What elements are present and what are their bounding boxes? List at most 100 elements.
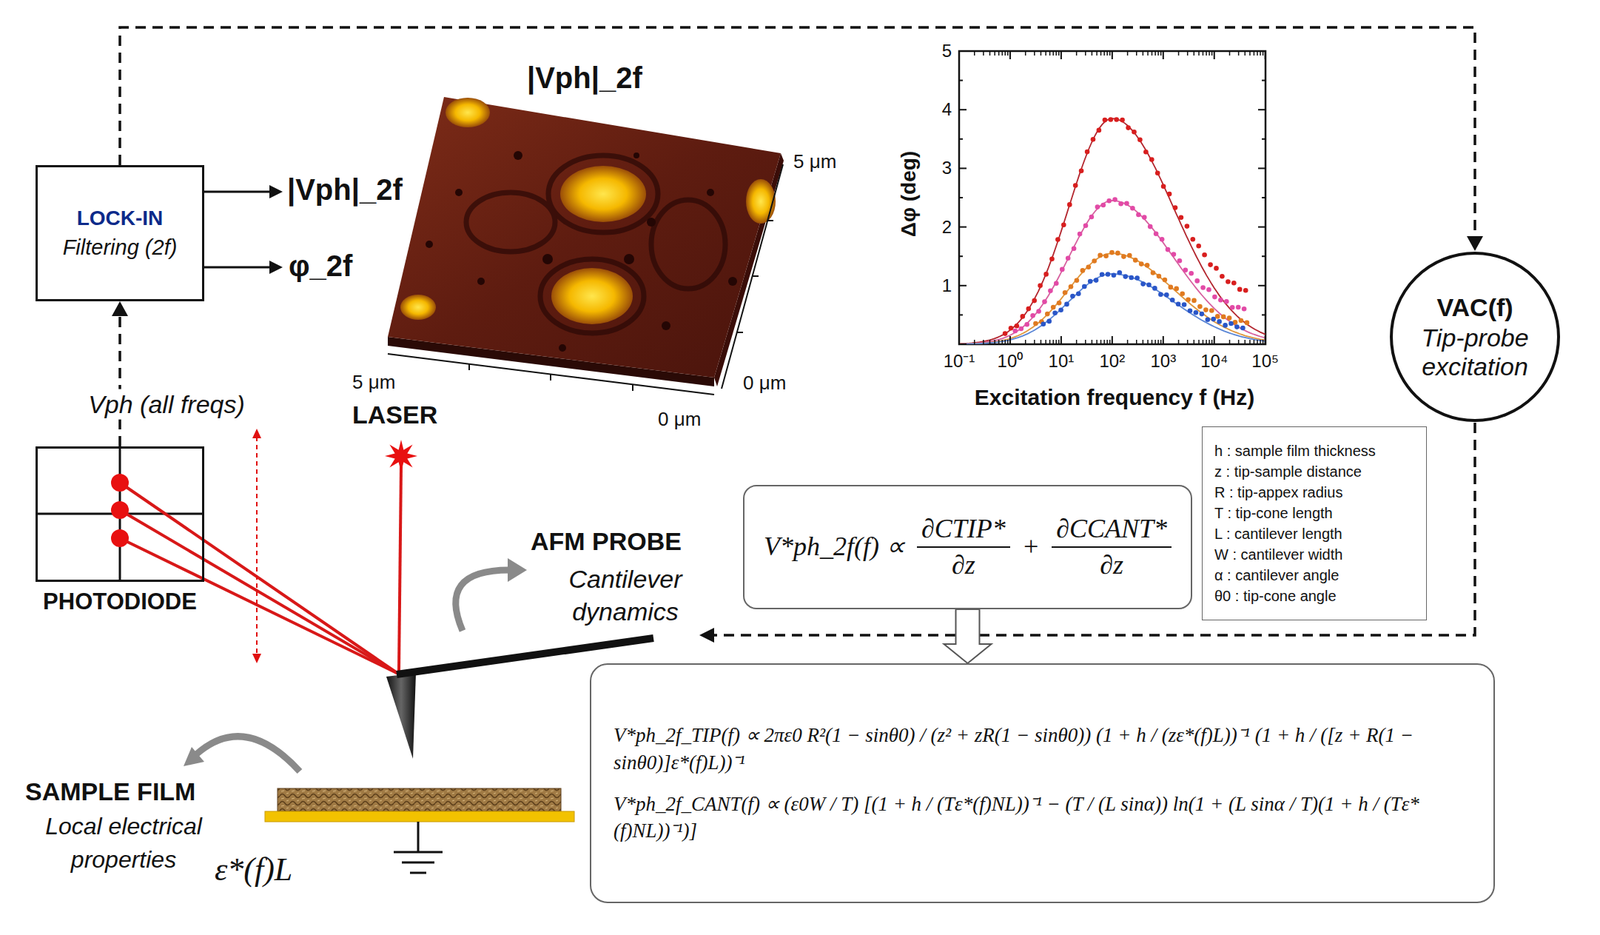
axis-tick — [1100, 51, 1102, 56]
axis-tick — [1096, 339, 1098, 345]
data-point — [1079, 167, 1085, 174]
axis-tick — [1002, 51, 1004, 56]
tick-label: 10⁰ — [997, 350, 1024, 372]
vph-map-image — [558, 344, 567, 352]
axis-tick — [1244, 339, 1247, 345]
data-point — [1162, 277, 1168, 283]
vph-map-image — [542, 253, 553, 265]
axis-tick — [1147, 51, 1149, 56]
data-point — [1043, 271, 1049, 277]
dimension: 0 μm — [657, 408, 701, 431]
data-point — [1019, 326, 1025, 332]
data-point — [1053, 280, 1060, 286]
data-point — [1070, 293, 1076, 299]
part-name: SAMPLE FILM — [25, 777, 196, 806]
data-point — [1091, 258, 1097, 264]
fit-curve — [959, 200, 1266, 345]
data-point — [1224, 298, 1230, 305]
node-text: LOCK-IN — [76, 205, 164, 231]
axis-tick — [1040, 339, 1042, 345]
axis-tick — [973, 339, 976, 345]
data-point — [1168, 284, 1174, 291]
laser-beams — [119, 482, 399, 674]
curved-arrow — [507, 558, 527, 582]
data-point — [1087, 279, 1094, 285]
data-point — [1127, 253, 1133, 259]
data-point — [1124, 201, 1130, 207]
deflection-arrow — [252, 428, 262, 664]
ground-symbol — [401, 861, 435, 864]
axis-title: Δφ (deg) — [896, 150, 921, 237]
data-point — [1102, 117, 1108, 123]
fraction: ∂CCANT*∂z — [1051, 512, 1172, 581]
data-point — [1037, 282, 1043, 288]
deflection-arrow — [252, 653, 262, 664]
variables-box: h : sample film thicknessz : tip-sample … — [1201, 426, 1427, 621]
node-text: L : cantilever length — [1214, 523, 1376, 544]
axis-tick — [1049, 51, 1051, 56]
data-point — [1243, 287, 1249, 294]
data-point — [1155, 170, 1161, 176]
data-point — [1138, 261, 1145, 267]
data-point — [1014, 323, 1020, 329]
gold-substrate — [264, 811, 575, 822]
tick-label: 2 — [942, 216, 952, 238]
node-text: + — [1022, 530, 1040, 563]
axis-tick — [993, 339, 996, 345]
axis-tick — [1205, 51, 1208, 56]
data-point — [1049, 256, 1055, 262]
data-point — [1101, 202, 1107, 208]
axis-tick — [1193, 51, 1196, 56]
vph-map-image — [706, 188, 715, 197]
axis-tick — [1208, 51, 1210, 56]
axis-tick — [1096, 51, 1098, 56]
axis-tick — [1162, 51, 1165, 60]
data-point — [1044, 311, 1051, 317]
vph-map-image — [400, 294, 436, 320]
vph-map-image — [387, 164, 783, 395]
data-point — [1077, 231, 1083, 237]
node-text: α : cantilever angle — [1214, 564, 1376, 586]
laser-beams — [398, 466, 402, 671]
curved-arrow — [455, 569, 510, 631]
data-point — [1074, 277, 1080, 283]
data-point — [1062, 290, 1068, 296]
data-point — [1215, 313, 1221, 319]
data-point — [1237, 287, 1243, 293]
laser-spots — [111, 473, 129, 547]
data-point — [1117, 270, 1123, 276]
axis-tick — [1261, 79, 1266, 82]
excitation-circle: VAC(f)Tip-probe excitation — [1389, 250, 1561, 423]
data-point — [1153, 230, 1159, 237]
data-point — [1167, 191, 1173, 197]
axis-tick — [1256, 51, 1259, 56]
data-point — [1081, 284, 1088, 290]
data-point — [1240, 325, 1246, 331]
ground-symbol — [393, 821, 443, 873]
data-point — [1108, 116, 1114, 123]
deflection-arrow — [256, 436, 258, 655]
vph-map-image — [752, 275, 759, 277]
data-point — [1106, 198, 1112, 204]
data-point — [1056, 300, 1062, 306]
node-content: V*ph_2f_TIP(f) ∝ 2πε0 R²(1 − sinθ0) / (z… — [613, 714, 1472, 852]
data-point — [1135, 212, 1142, 218]
axis-tick — [1109, 339, 1111, 345]
axis-tick — [1052, 339, 1054, 345]
data-point — [1105, 271, 1111, 277]
data-point — [1218, 297, 1224, 303]
vph-map-image — [387, 96, 784, 395]
axis-tick — [959, 79, 963, 82]
data-point — [1084, 149, 1091, 155]
vph-map-image — [468, 364, 470, 371]
data-point — [1109, 250, 1115, 256]
node-text: Tip-probe excitation — [1400, 323, 1549, 382]
arrowhead — [1466, 236, 1484, 251]
ground-symbol — [417, 821, 420, 852]
data-point — [1083, 223, 1089, 229]
axis-tick — [1055, 51, 1057, 56]
formula-box: V*ph_2f_TIP(f) ∝ 2πε0 R²(1 − sinθ0) / (z… — [589, 663, 1495, 903]
axis-tick — [959, 343, 967, 345]
node-content: VAC(f)Tip-probe excitation — [1400, 292, 1549, 382]
data-point — [1123, 273, 1129, 280]
